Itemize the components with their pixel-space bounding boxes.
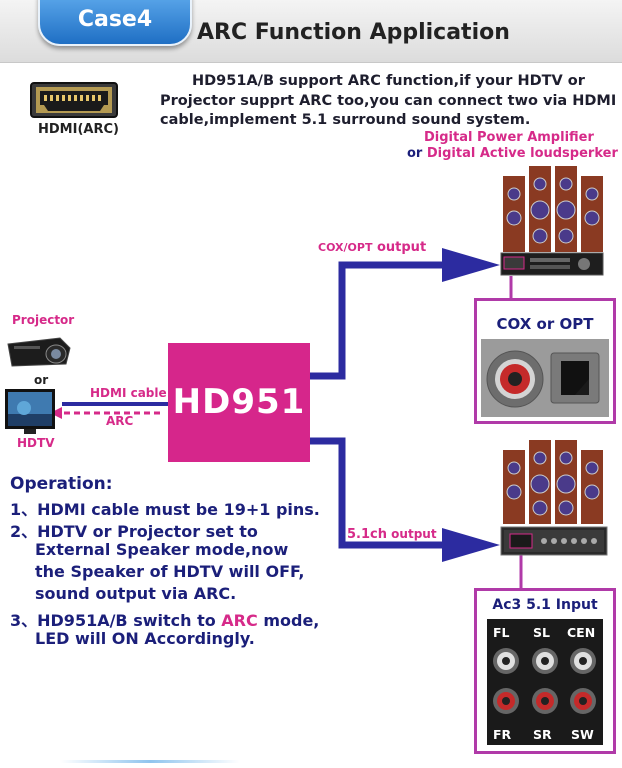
operation-step-3-prefix: 3、HD951A/B switch to (10, 611, 222, 630)
jack-label-cen: CEN (567, 625, 596, 640)
coxopt-jacks-icon (481, 339, 609, 417)
amplifier-label: Digital Power Amplifier (424, 130, 594, 145)
coxopt-arrow (442, 248, 500, 282)
amplifier-or-text: or (407, 146, 423, 161)
rca-jacks-icon (493, 648, 596, 714)
jack-label-fl: FL (493, 625, 510, 640)
speaker-set-top-icon (503, 166, 603, 252)
operation-step-3-arc: ARC (221, 611, 258, 630)
speaker-set-bottom-icon (503, 440, 603, 524)
ac3-panel-title: Ac3 5.1 Input (492, 597, 598, 613)
operation-step-3-suffix: mode, (257, 611, 320, 630)
hd951-device-box: HD951 (168, 343, 310, 462)
operation-step-2-line-1: 2、HDTV or Projector set to (10, 522, 258, 541)
ch51-line (310, 437, 448, 549)
coxopt-output-label: COX/OPT output (318, 240, 426, 255)
intro-line-3: cable,implement 5.1 surround sound syste… (160, 112, 531, 128)
jack-label-fr: FR (493, 727, 512, 742)
hd951-device-label: HD951 (172, 382, 306, 422)
ch51-output-label: 5.1ch output (347, 527, 437, 542)
arc-arrow (50, 407, 62, 419)
intro-line-1: HD951A/B support ARC function,if your HD… (192, 73, 585, 89)
ch51-arrow (442, 528, 500, 562)
jack-label-sw: SW (571, 727, 594, 742)
hdmi-port-icon (30, 82, 118, 118)
ch51-output-suffix: output (387, 527, 437, 541)
amplifier-top-icon (500, 252, 604, 276)
intro-line-2: Projector supprt ARC too,you can connect… (160, 93, 617, 109)
jack-label-sr: SR (533, 727, 552, 742)
operation-step-2-line-4: sound output via ARC. (35, 584, 237, 603)
operation-step-3-line-2: LED will ON Accordingly. (35, 629, 255, 648)
hdmi-arc-label: HDMI(ARC) (38, 122, 119, 137)
operation-title: Operation: (10, 474, 113, 494)
coxopt-output-suffix: output (372, 240, 427, 255)
ac3-jack-panel: FL SL CEN FR SR SW (487, 619, 603, 745)
coxopt-line (310, 261, 448, 380)
arc-label: ARC (106, 414, 134, 428)
ac3-input-panel: Ac3 5.1 Input FL SL CEN FR SR SW (474, 588, 616, 754)
operation-step-3-line-1: 3、HD951A/B switch to ARC mode, (10, 607, 319, 631)
jack-label-sl: SL (533, 625, 550, 640)
loudspeaker-text: Digital Active loudsperker (426, 146, 618, 161)
case-tab-label: Case4 (77, 7, 153, 32)
projector-icon (7, 337, 71, 367)
operation-step-1: 1、HDMI cable must be 19+1 pins. (10, 500, 320, 519)
coxopt-output-prefix: COX/OPT (318, 241, 373, 254)
loudspeaker-label: or Digital Active loudsperker (407, 146, 618, 161)
source-or-label: or (34, 373, 49, 387)
case-tab: Case4 (38, 0, 192, 46)
hdmi-cable-label: HDMI cable (90, 386, 167, 400)
operation-step-2-line-3: the Speaker of HDTV will OFF, (35, 562, 305, 581)
ch51-output-prefix: 5.1ch (347, 527, 387, 542)
hdtv-label: HDTV (17, 436, 55, 450)
footer-divider (60, 760, 240, 763)
amplifier-bottom-icon (500, 526, 608, 556)
hdtv-icon (5, 389, 55, 434)
coxopt-panel: COX or OPT (474, 298, 616, 424)
operation-step-2-line-2: External Speaker mode,now (35, 540, 289, 559)
coxopt-panel-title: COX or OPT (496, 315, 594, 333)
projector-label: Projector (12, 313, 75, 327)
page-title: ARC Function Application (197, 20, 510, 45)
